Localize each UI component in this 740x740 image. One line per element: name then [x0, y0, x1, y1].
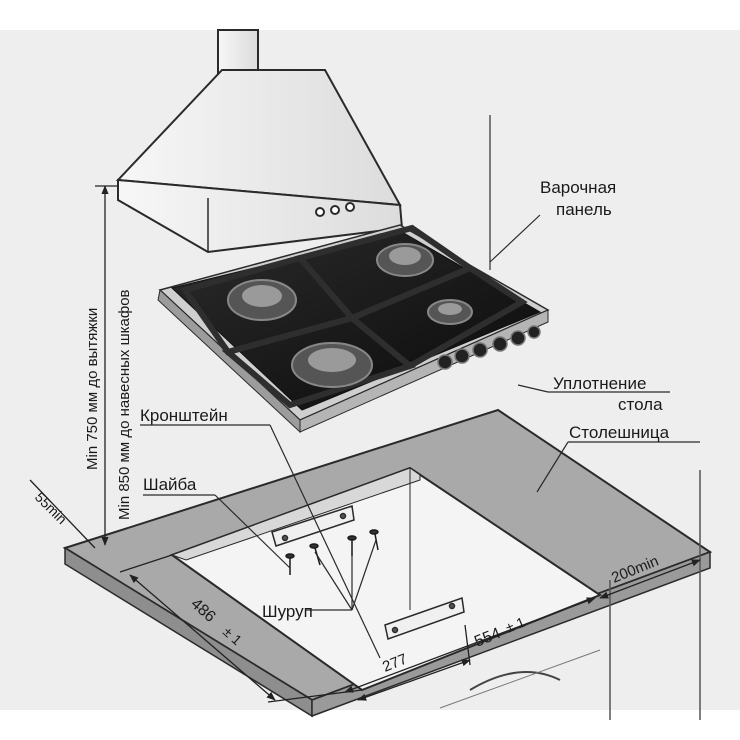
- dim-edge-min: 55min: [32, 489, 70, 527]
- gas-hob-icon: [157, 224, 550, 434]
- dim-cabinet-clearance: Min 850 мм до навесных шкафов: [116, 289, 133, 520]
- label-bracket: Кронштейн: [140, 406, 228, 425]
- label-hob-line2: панель: [556, 200, 612, 219]
- control-knobs: [437, 325, 541, 370]
- label-seal-line1: Уплотнение: [553, 374, 646, 393]
- bracket-left: [271, 505, 355, 547]
- dimension-lines: [29, 185, 701, 703]
- label-hob-line1: Варочная: [540, 178, 616, 197]
- burner-rear-right: [376, 243, 434, 277]
- label-worktop: Столешница: [569, 423, 670, 442]
- burner-front-right: [427, 299, 473, 325]
- dim-hood-clearance: Min 750 мм до вытяжки: [84, 308, 101, 470]
- label-washer: Шайба: [143, 475, 197, 494]
- range-hood-icon: [115, 29, 404, 254]
- burner-front-left: [291, 342, 373, 388]
- burner-rear-left: [227, 279, 297, 321]
- dim-width-tol: ± 1: [503, 614, 527, 636]
- label-seal-line2: стола: [618, 395, 663, 414]
- label-screw: Шуруп: [262, 602, 313, 621]
